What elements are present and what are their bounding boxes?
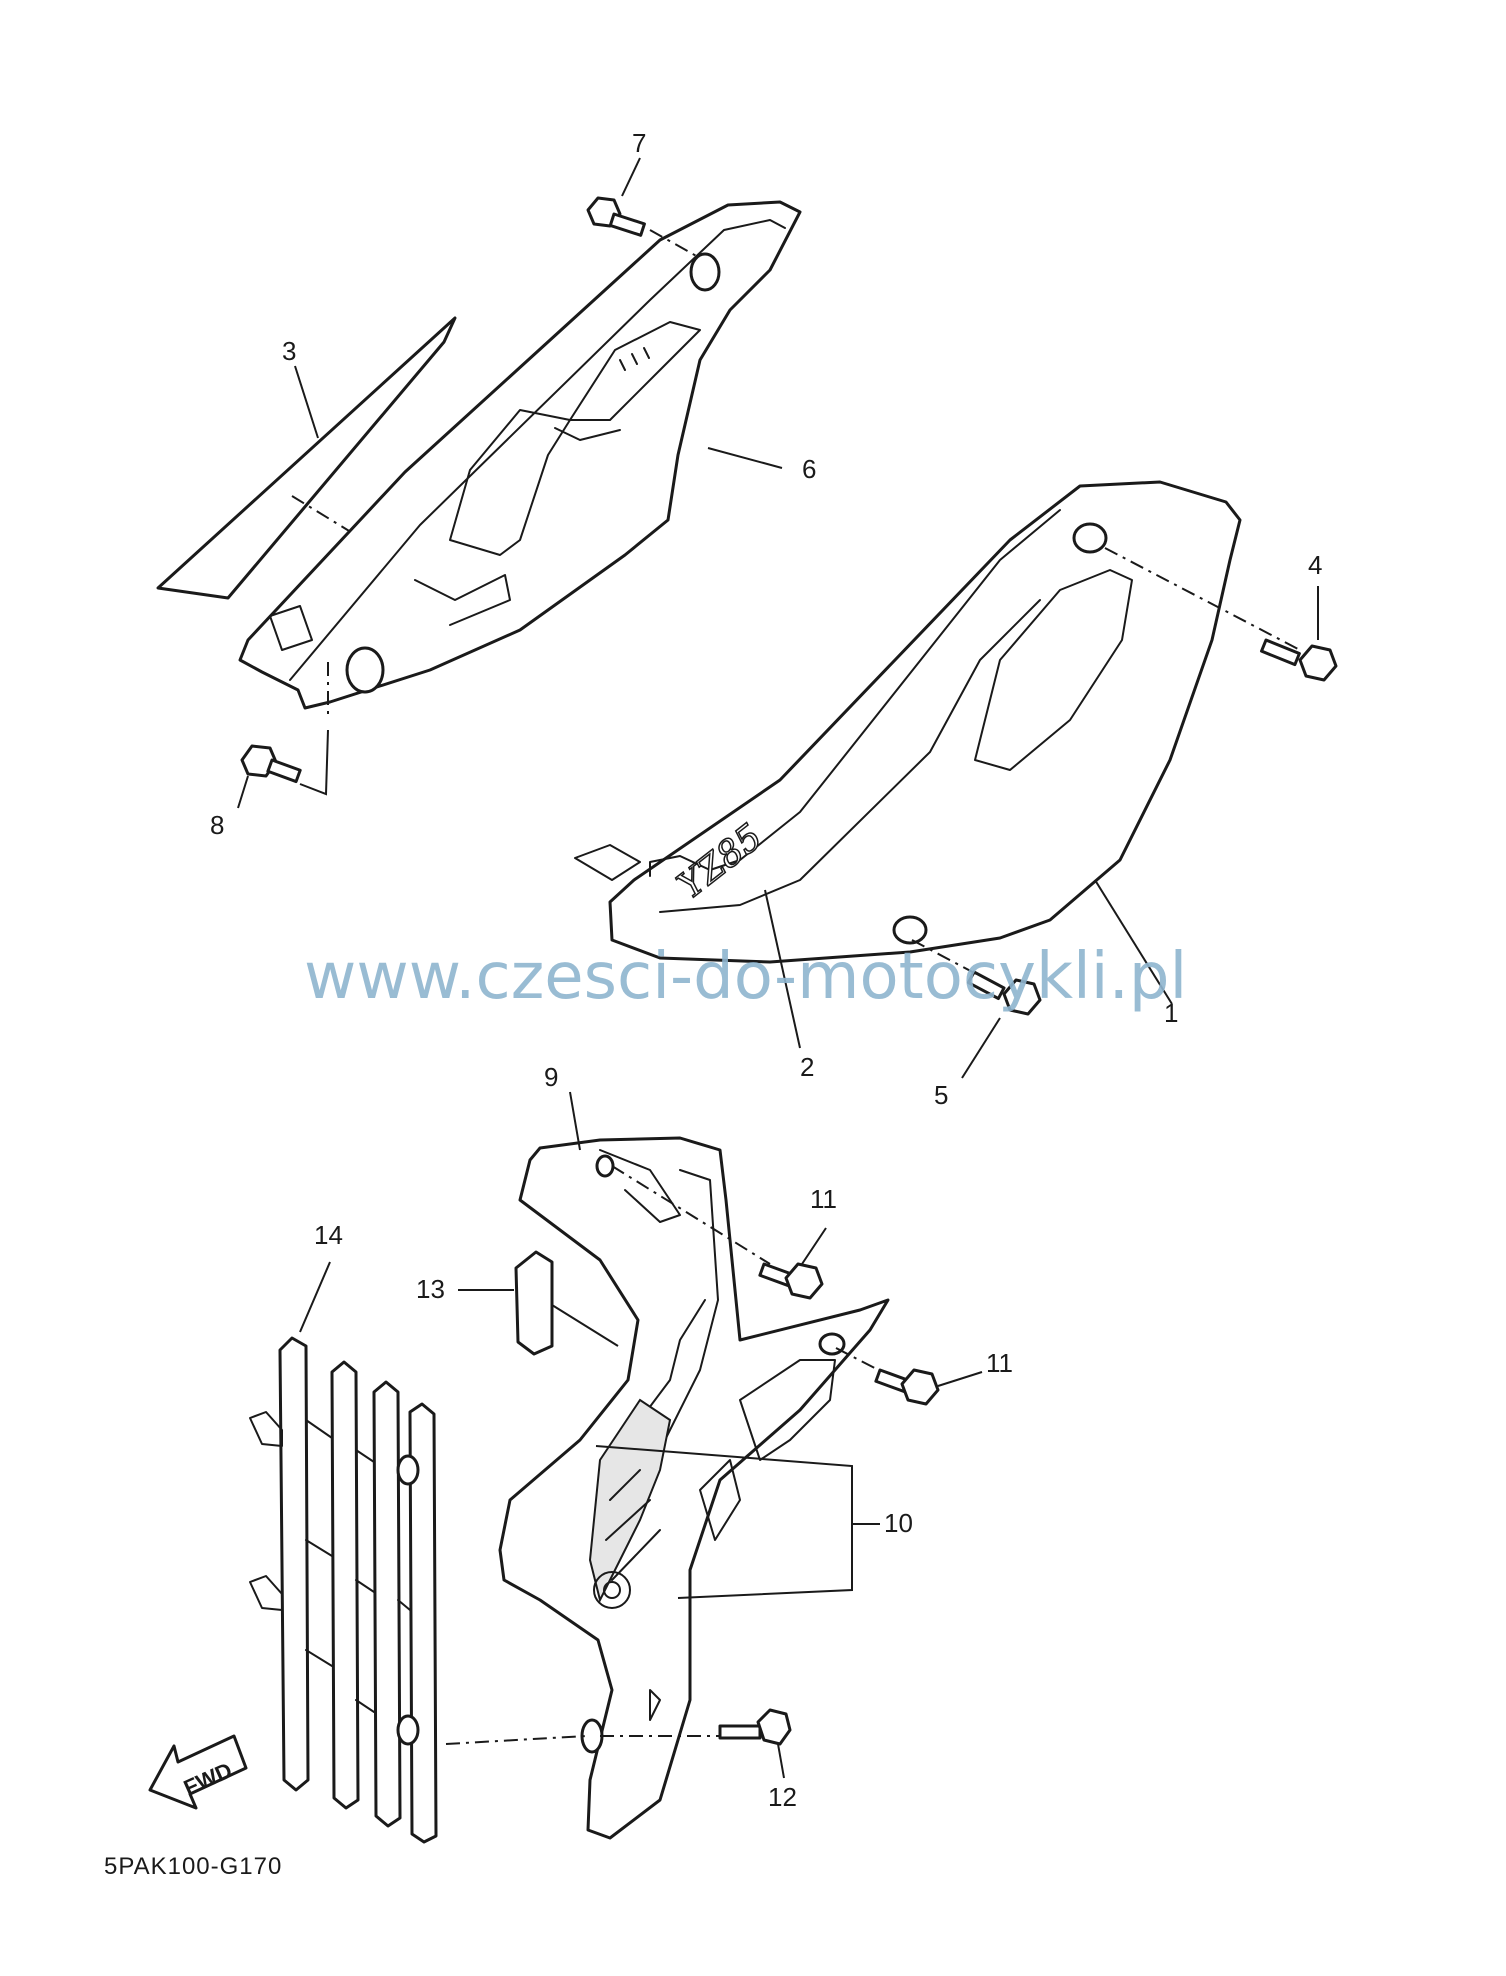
bolt-11-upper [758,1227,827,1300]
bolt-4 [1260,586,1338,682]
callout-10: 10 [884,1508,913,1538]
callout-3: 3 [282,336,296,366]
part-6-side-cover [238,200,802,720]
bolt-7 [586,157,701,259]
part-13-pad [458,1250,554,1356]
callout-2: 2 [800,1052,814,1082]
callout-12: 12 [768,1782,797,1812]
part-14-radiator-guard [249,1261,587,1844]
callout-6: 6 [802,454,816,484]
bolt-8 [237,729,329,809]
watermark: www.czesci-do-motocykli.pl [304,940,1187,1014]
callout-7: 7 [632,128,646,158]
callout-5: 5 [934,1080,948,1110]
callout-11-upper: 11 [810,1184,837,1214]
diagram-code: 5PAK100-G170 [104,1853,282,1880]
bolt-12 [718,1708,792,1779]
callout-14: 14 [314,1220,343,1250]
callout-4: 4 [1308,550,1322,580]
fwd-arrow-icon: FWD [148,1734,248,1810]
bolt-5 [911,939,1042,1079]
part-10-decals [595,1445,880,1599]
part-9-radiator-shroud [498,1091,891,1840]
bolt-11-lower [874,1368,983,1406]
callout-13: 13 [416,1274,445,1304]
callout-11-lower: 11 [986,1348,1013,1378]
callout-9: 9 [544,1062,558,1092]
callout-8: 8 [210,810,224,840]
callout-1: 1 [1164,998,1178,1028]
callout-labels: 1 2 3 4 5 6 7 8 9 10 11 11 12 13 14 [210,128,1322,1812]
